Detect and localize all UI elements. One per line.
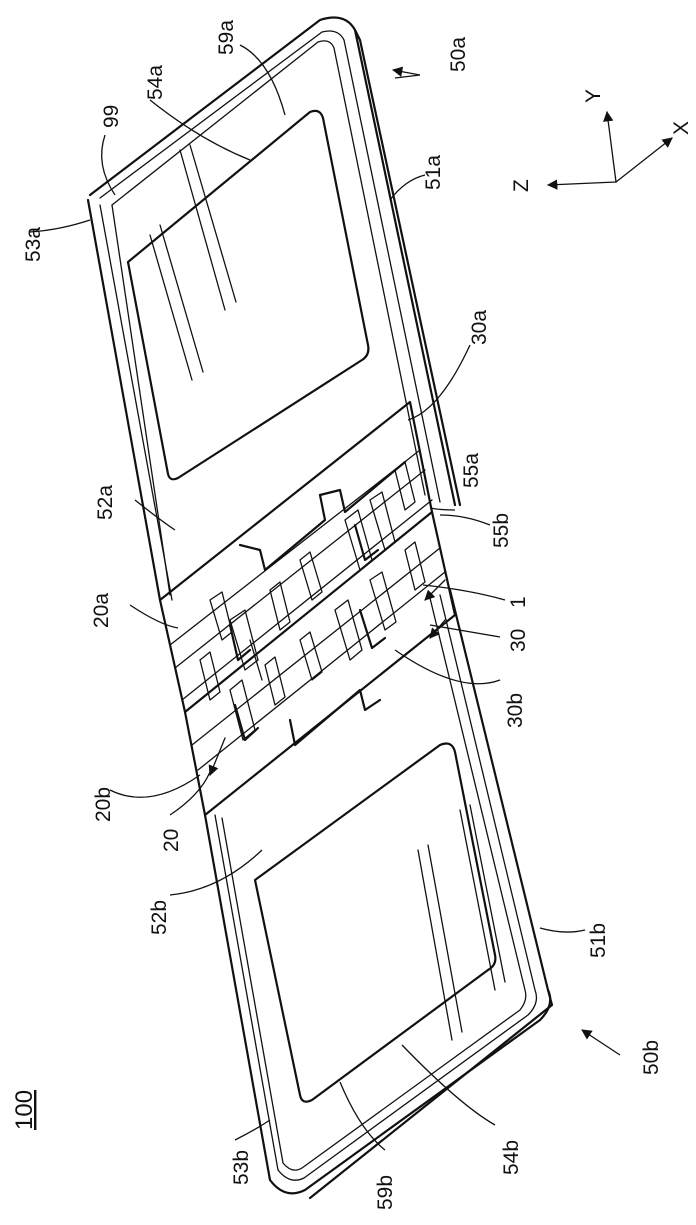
arrow-50b <box>582 1030 620 1055</box>
arrow-20 <box>210 738 225 775</box>
label-30: 30 <box>507 629 530 652</box>
label-20b: 20b <box>92 787 115 822</box>
arrow-30 <box>430 620 445 638</box>
arrow-1 <box>425 580 445 600</box>
label-1: 1 <box>507 596 530 608</box>
axis-x-label: X <box>670 121 693 135</box>
label-59a: 59a <box>215 20 238 55</box>
label-20a: 20a <box>90 593 113 628</box>
figure-number: 100 <box>11 1090 38 1130</box>
z-axis-arrow <box>548 182 616 185</box>
label-53b: 53b <box>230 1150 253 1185</box>
label-55b: 55b <box>490 513 513 548</box>
label-52b: 52b <box>148 900 171 935</box>
label-20: 20 <box>160 829 183 852</box>
label-51b: 51b <box>587 923 610 958</box>
axis-z-label: Z <box>510 179 533 192</box>
x-axis-arrow <box>616 138 672 182</box>
axis-indicator: Y X Z <box>510 89 693 192</box>
label-52a: 52a <box>94 485 117 520</box>
arrow-50a <box>393 70 420 75</box>
label-59b: 59b <box>374 1175 397 1210</box>
label-54b: 54b <box>500 1140 523 1175</box>
label-30a: 30a <box>468 310 491 345</box>
label-51a: 51a <box>422 155 445 190</box>
label-99: 99 <box>100 105 123 128</box>
y-axis-arrow <box>607 112 616 182</box>
label-50b: 50b <box>640 1040 663 1075</box>
label-54a: 54a <box>144 65 167 100</box>
label-55a: 55a <box>460 453 483 488</box>
label-50a: 50a <box>447 37 470 72</box>
label-30b: 30b <box>504 693 527 728</box>
axis-y-label: Y <box>582 89 605 103</box>
hinge-mechanism-1 <box>160 402 455 815</box>
housing-50a <box>88 18 460 600</box>
label-53a: 53a <box>22 227 45 262</box>
